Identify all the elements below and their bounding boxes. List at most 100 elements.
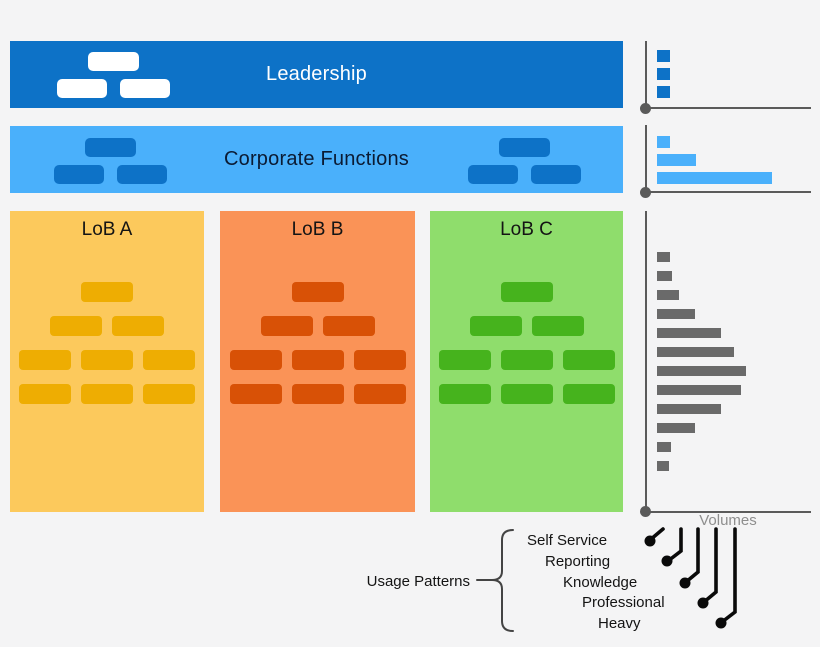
connector-line-self-service [648, 527, 665, 542]
leadership-chart-x-axis [645, 107, 811, 109]
connector-line-knowledge [684, 527, 700, 584]
org-box [353, 350, 406, 370]
usage-patterns-brace [491, 529, 514, 632]
org-box [19, 350, 71, 370]
volume-bar [657, 461, 669, 471]
lob-chart-y-axis [645, 211, 647, 513]
org-box [81, 350, 133, 370]
volume-bar [657, 442, 671, 452]
org-box [143, 350, 195, 370]
connector-dot-knowledge [679, 577, 691, 589]
legend-item-knowledge: Knowledge [563, 574, 638, 591]
volume-bar [657, 347, 734, 357]
leadership-chart-origin-dot [640, 103, 651, 114]
corporate-functions-band-title: Corporate Functions [223, 148, 409, 170]
volume-bar [657, 86, 670, 98]
connector-dot-professional [697, 597, 709, 609]
volume-bar [657, 172, 772, 184]
leadership-band-title: Leadership [266, 63, 367, 85]
org-box [562, 384, 615, 404]
org-row [260, 316, 375, 336]
org-box [50, 316, 102, 336]
org-row [19, 350, 195, 370]
connector-line-professional [702, 527, 718, 604]
org-box [531, 316, 584, 336]
org-row [438, 350, 615, 370]
lob-a-block: LoB A [10, 211, 204, 512]
org-box [19, 384, 71, 404]
connector-dot-self-service [644, 535, 656, 547]
org-box [500, 282, 553, 302]
org-box [291, 350, 344, 370]
legend-item-professional: Professional [582, 594, 665, 611]
usage-patterns-label: Usage Patterns [366, 573, 470, 590]
corporate-volume-chart [657, 136, 772, 184]
org-row [19, 384, 195, 404]
volume-bar [657, 366, 746, 376]
leadership-band: Leadership [10, 41, 623, 108]
org-row [500, 282, 553, 302]
volume-bar [657, 309, 695, 319]
org-row [469, 316, 584, 336]
legend-item-self-service: Self Service [527, 532, 608, 549]
lob-b-block: LoB B [220, 211, 415, 512]
org-box [500, 350, 553, 370]
volume-bar [657, 404, 721, 414]
volume-bar [657, 252, 670, 262]
org-row [229, 350, 406, 370]
volume-bar [657, 328, 721, 338]
volumes-axis-label: Volumes [699, 512, 757, 529]
connector-line-reporting [666, 527, 683, 563]
org-box [353, 384, 406, 404]
org-box [500, 384, 553, 404]
lob-chart-origin-dot [640, 506, 651, 517]
lob-b-title: LoB B [291, 219, 344, 240]
volume-bar [657, 50, 670, 62]
legend-item-heavy: Heavy [598, 615, 641, 632]
org-box [81, 282, 133, 302]
org-box [438, 350, 491, 370]
org-row [50, 316, 164, 336]
lob-c-block: LoB C [430, 211, 623, 512]
org-row [291, 282, 344, 302]
connector-dot-reporting [661, 555, 673, 567]
org-structure-icon [57, 52, 170, 98]
org-structure-icon [468, 138, 581, 184]
org-box [562, 350, 615, 370]
connector-line-heavy [720, 527, 737, 624]
org-box [260, 316, 313, 336]
org-structure-icon [54, 138, 167, 184]
leadership-volume-chart [657, 50, 670, 98]
org-box [229, 384, 282, 404]
legend-item-reporting: Reporting [545, 553, 611, 570]
org-box [229, 350, 282, 370]
org-box [81, 384, 133, 404]
volume-bar [657, 136, 670, 148]
corporate-chart-y-axis [645, 125, 647, 193]
volume-bar [657, 385, 741, 395]
lob-a-org-chart [10, 282, 204, 404]
org-box [469, 316, 522, 336]
corporate-chart-x-axis [645, 191, 811, 193]
lob-c-title: LoB C [500, 219, 553, 240]
lob-chart-x-axis [645, 511, 811, 513]
corporate-functions-band: Corporate Functions [10, 126, 623, 193]
org-box [291, 384, 344, 404]
org-row [229, 384, 406, 404]
connector-dot-heavy [715, 617, 727, 629]
leadership-chart-y-axis [645, 41, 647, 109]
org-box [143, 384, 195, 404]
org-box [322, 316, 375, 336]
volume-bar [657, 423, 695, 433]
volume-bar [657, 290, 679, 300]
org-box [291, 282, 344, 302]
lob-volume-chart [657, 252, 746, 471]
org-box [112, 316, 164, 336]
lob-a-title: LoB A [81, 219, 133, 240]
lob-c-org-chart [430, 282, 623, 404]
volume-bar [657, 68, 670, 80]
org-row [438, 384, 615, 404]
volume-bar [657, 154, 696, 166]
lob-b-org-chart [220, 282, 415, 404]
